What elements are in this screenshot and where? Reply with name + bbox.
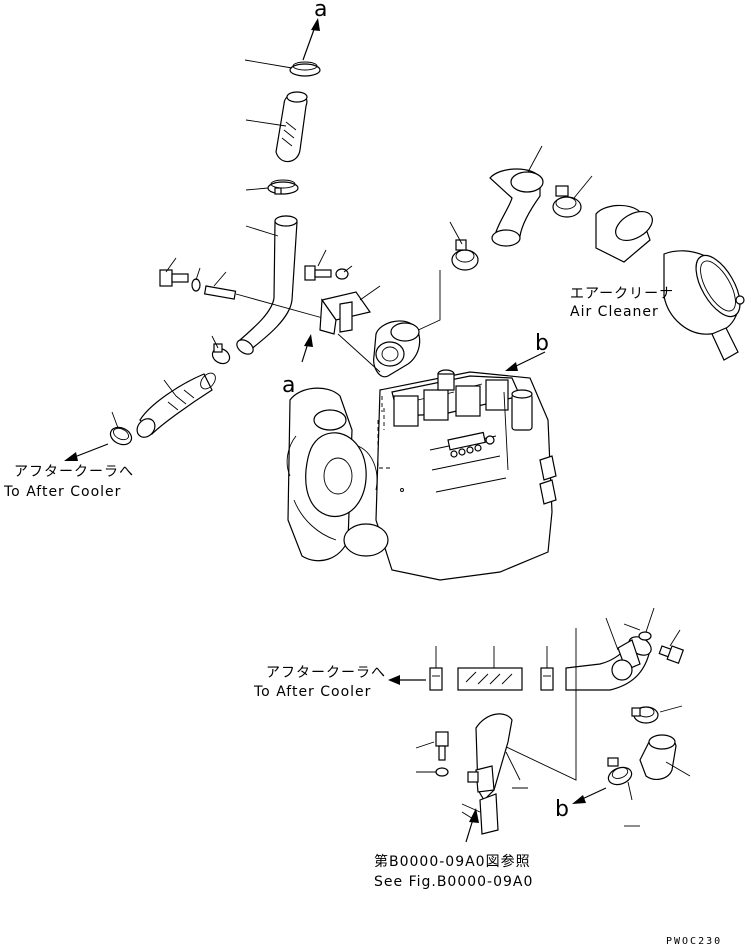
air-cleaner-jp: エアークリーナ — [570, 286, 674, 302]
bolt-washer-lower — [415, 731, 449, 777]
hose-band-right — [540, 646, 554, 691]
after-cooler-bottom-en: To After Cooler — [253, 684, 371, 700]
hose-clamp-air-intake — [552, 175, 593, 218]
arrow-to-after-cooler-top — [64, 443, 109, 461]
mounting-bracket-upper — [319, 285, 381, 335]
flow-arrow-b-bottom — [572, 787, 607, 804]
see-fig-jp: 第B0000-09A0図参照 — [374, 853, 531, 870]
arrow-to-after-cooler-bottom — [388, 675, 426, 685]
flow-arrow-b-right — [505, 351, 546, 371]
see-fig-en: See Fig.B0000-09A0 — [374, 874, 533, 890]
washer-bolt-bottom-right — [623, 607, 685, 665]
hose-clamp-lower-left — [109, 411, 133, 446]
label-a-left: a — [282, 373, 295, 398]
hose-clamp-middle — [245, 179, 299, 195]
label-a-top: a — [314, 0, 327, 22]
after-cooler-top-en: To After Cooler — [3, 484, 121, 500]
intake-pipe-long — [236, 215, 298, 355]
hose-clamp-top — [244, 59, 321, 77]
leader-bracket — [337, 333, 381, 373]
flow-arrow-a-left — [301, 334, 313, 363]
hose-band-left — [429, 646, 443, 691]
hose-clamp-small — [211, 335, 231, 365]
bolt-washer-spacer-left — [159, 257, 331, 321]
air-intake-elbow — [489, 145, 544, 247]
hose-clamp-bottom-right — [631, 705, 683, 724]
bolt-washer-right — [304, 249, 353, 281]
hose-straight-bottom — [457, 646, 523, 691]
hose-elbow-bottom-right — [639, 734, 691, 780]
arrow-see-fig — [465, 808, 479, 843]
label-b-right: b — [535, 331, 549, 356]
hose-clamp-bottom-arrow — [607, 757, 640, 827]
air-cleaner-en: Air Cleaner — [570, 304, 659, 320]
label-b-bottom: b — [555, 797, 569, 822]
hose-clamp-turbo — [413, 221, 479, 333]
after-cooler-top-jp: アフタークーラへ — [14, 464, 134, 480]
hose-elbow-upper — [245, 91, 308, 163]
after-cooler-bottom-jp: アフタークーラへ — [266, 665, 386, 681]
mounting-bracket-lower — [461, 713, 528, 835]
flow-arrow-a-top — [302, 18, 320, 61]
air-cleaner — [595, 204, 745, 361]
drawing-code: PWOC230 — [666, 936, 722, 947]
elbow-pipe-bottom — [499, 617, 652, 781]
hose-lower-left — [136, 372, 216, 438]
engine-assembly — [286, 320, 557, 581]
